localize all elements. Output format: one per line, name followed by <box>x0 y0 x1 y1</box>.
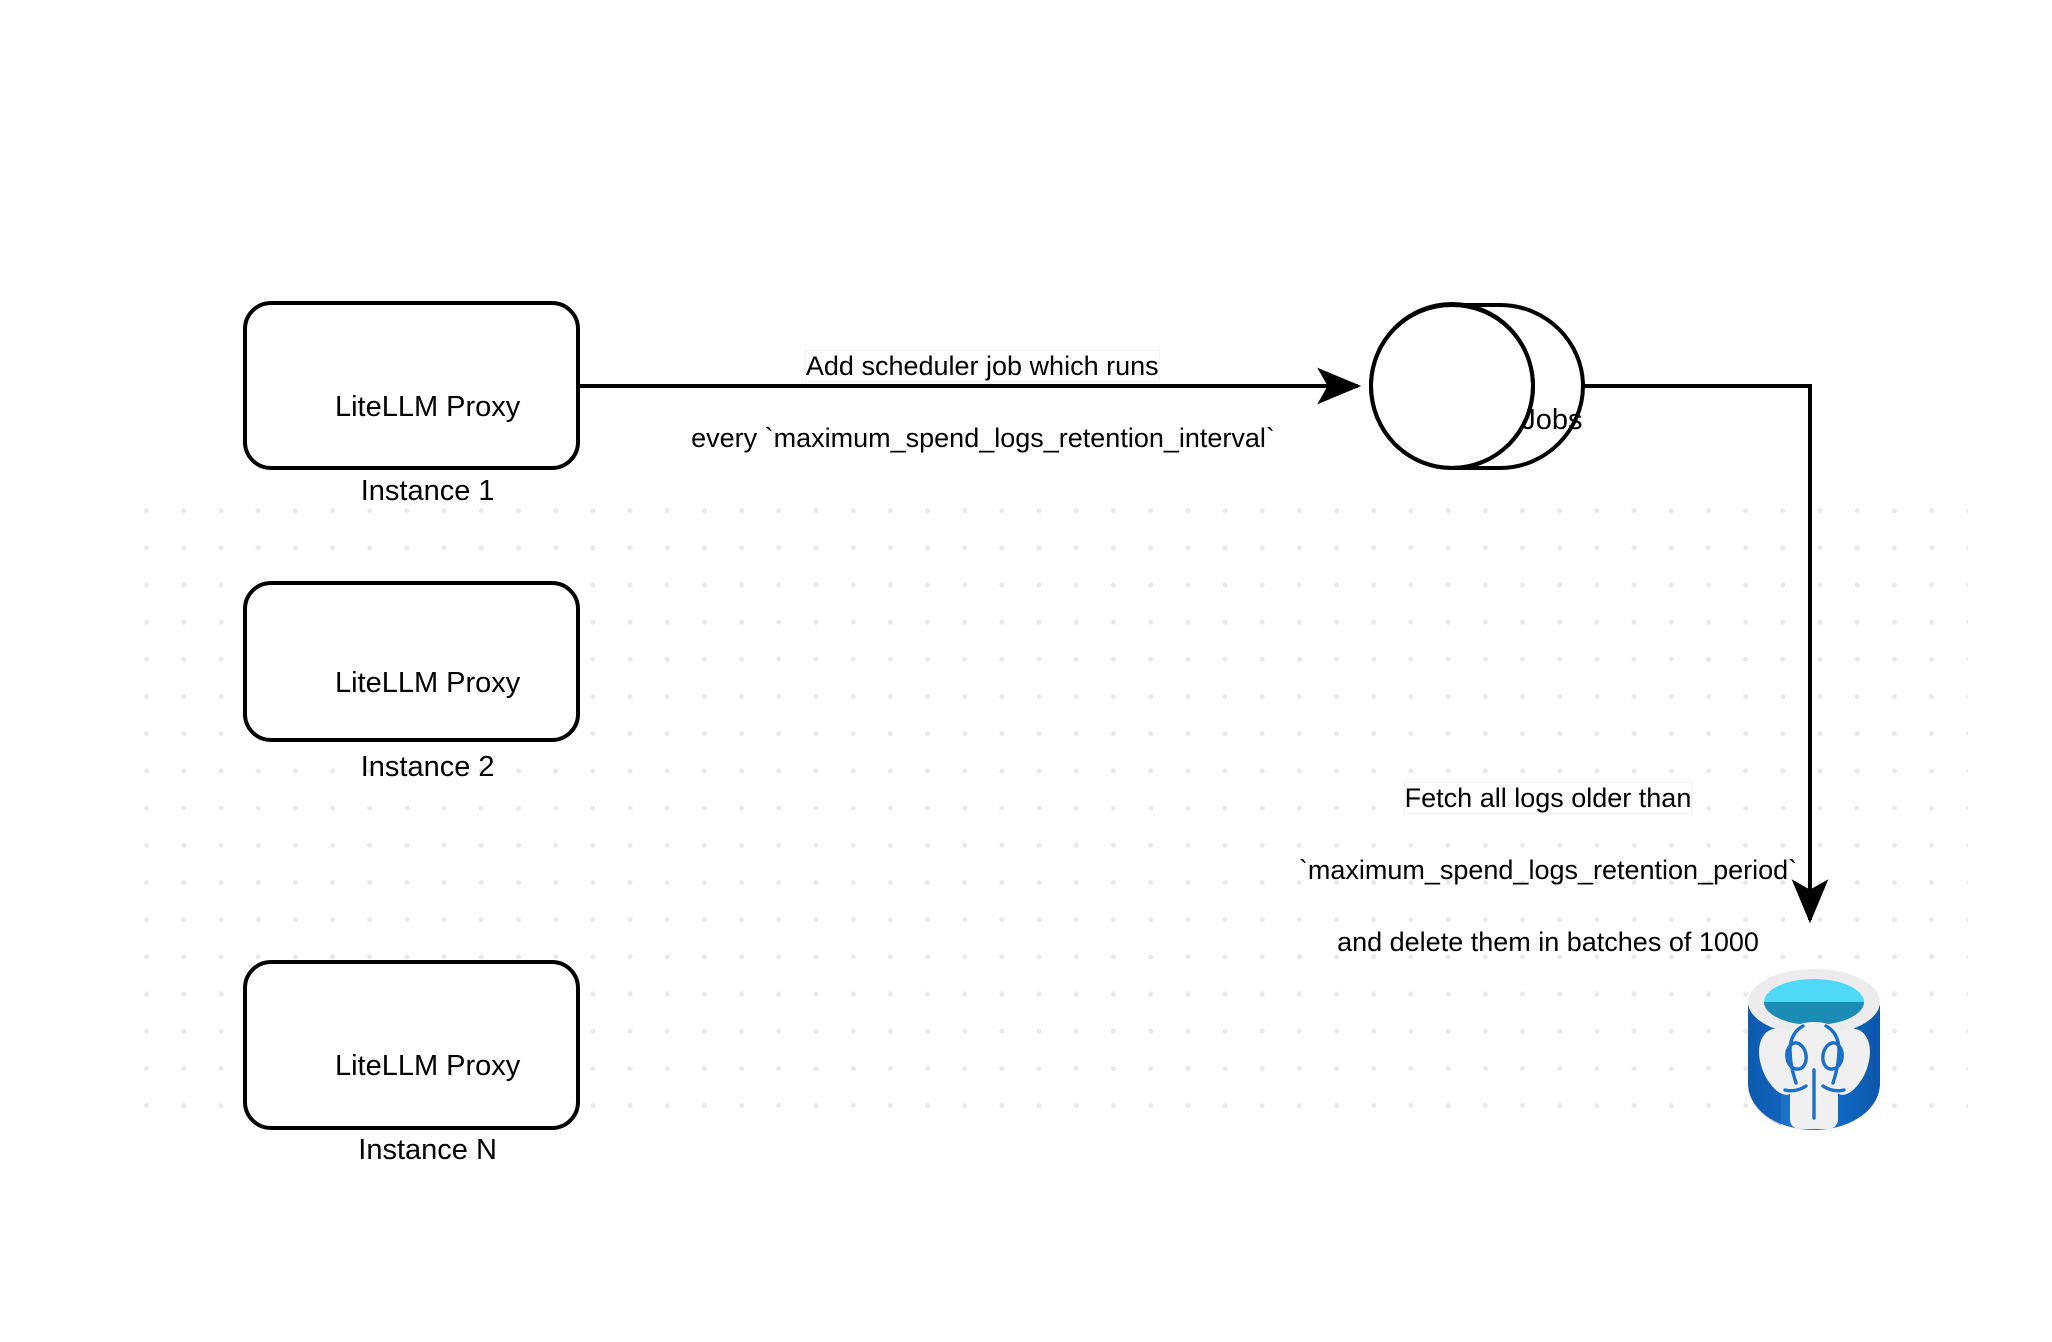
node-jobs-ellipse-front <box>1369 302 1535 470</box>
edge-delete-logs-label: Fetch all logs older than `maximum_spend… <box>1248 744 1818 996</box>
node-instanceN-shape[interactable] <box>243 960 580 1130</box>
edge-delete-logs-label-line3: and delete them in batches of 1000 <box>1337 927 1759 957</box>
edge-delete-logs-line <box>1583 384 1829 924</box>
postgres-icon-top-inner <box>1764 1002 1864 1025</box>
node-instance1-shape[interactable] <box>243 301 580 470</box>
edge-scheduler-label: Add scheduler job which runs every `maxi… <box>608 312 1328 492</box>
edge-scheduler-label-line2: every `maximum_spend_logs_retention_inte… <box>691 423 1275 453</box>
postgres-database-icon[interactable] <box>1748 969 1880 1130</box>
edge-delete-logs-label-line2: `maximum_spend_logs_retention_period` <box>1298 855 1798 885</box>
node-instance2-shape[interactable] <box>243 581 580 742</box>
edge-delete-logs-label-line1: Fetch all logs older than <box>1404 783 1692 813</box>
postgres-elephant-detail <box>1783 1024 1846 1120</box>
edge-scheduler-label-line1: Add scheduler job which runs <box>805 351 1159 381</box>
